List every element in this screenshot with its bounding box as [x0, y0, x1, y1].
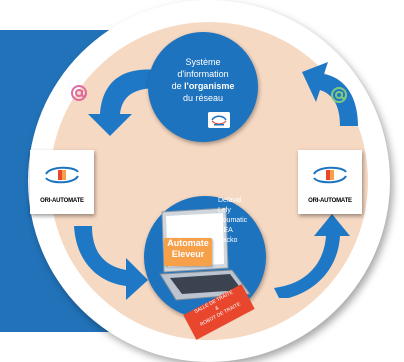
brand-item: Packo [218, 237, 238, 244]
ori-automate-label: ORI-AUTOMATE [308, 198, 352, 204]
at-sign-icon [331, 87, 347, 103]
ori-automate-logo-icon [313, 166, 347, 184]
system-line-3: de l'organisme [171, 81, 235, 91]
arrow-top-right [302, 62, 358, 126]
brand-list: Delaval Lely Boumatic GEA Packo [218, 196, 258, 246]
eleveur-label: Eleveur [171, 249, 205, 259]
organisme-logo-icon [208, 112, 230, 128]
ori-automate-logo-icon [45, 166, 79, 184]
arrow-bottom-left [74, 226, 148, 300]
brand-item: Lely [218, 207, 231, 214]
arrow-bottom-right [274, 214, 350, 298]
system-line-4: du réseau [182, 93, 224, 103]
ori-automate-right-box: ORI-AUTOMATE [298, 150, 362, 214]
brand-item: Delaval [218, 197, 242, 204]
automate-label: Automate [167, 238, 209, 248]
at-sign-icon [71, 85, 87, 101]
system-line-2: d'information [177, 69, 229, 79]
information-system-text: Système d'information de l'organisme du … [156, 56, 250, 104]
automate-eleveur-label: Automate Eleveur [164, 238, 212, 266]
arrow-top-left [88, 69, 158, 136]
system-line-1: Système [185, 57, 221, 67]
information-system-circle: Système d'information de l'organisme du … [148, 32, 258, 142]
brand-item: Boumatic [218, 217, 248, 224]
brand-item: GEA [218, 227, 233, 234]
ori-automate-left-box: ORI-AUTOMATE [30, 150, 94, 214]
ori-automate-label: ORI-AUTOMATE [40, 198, 84, 204]
